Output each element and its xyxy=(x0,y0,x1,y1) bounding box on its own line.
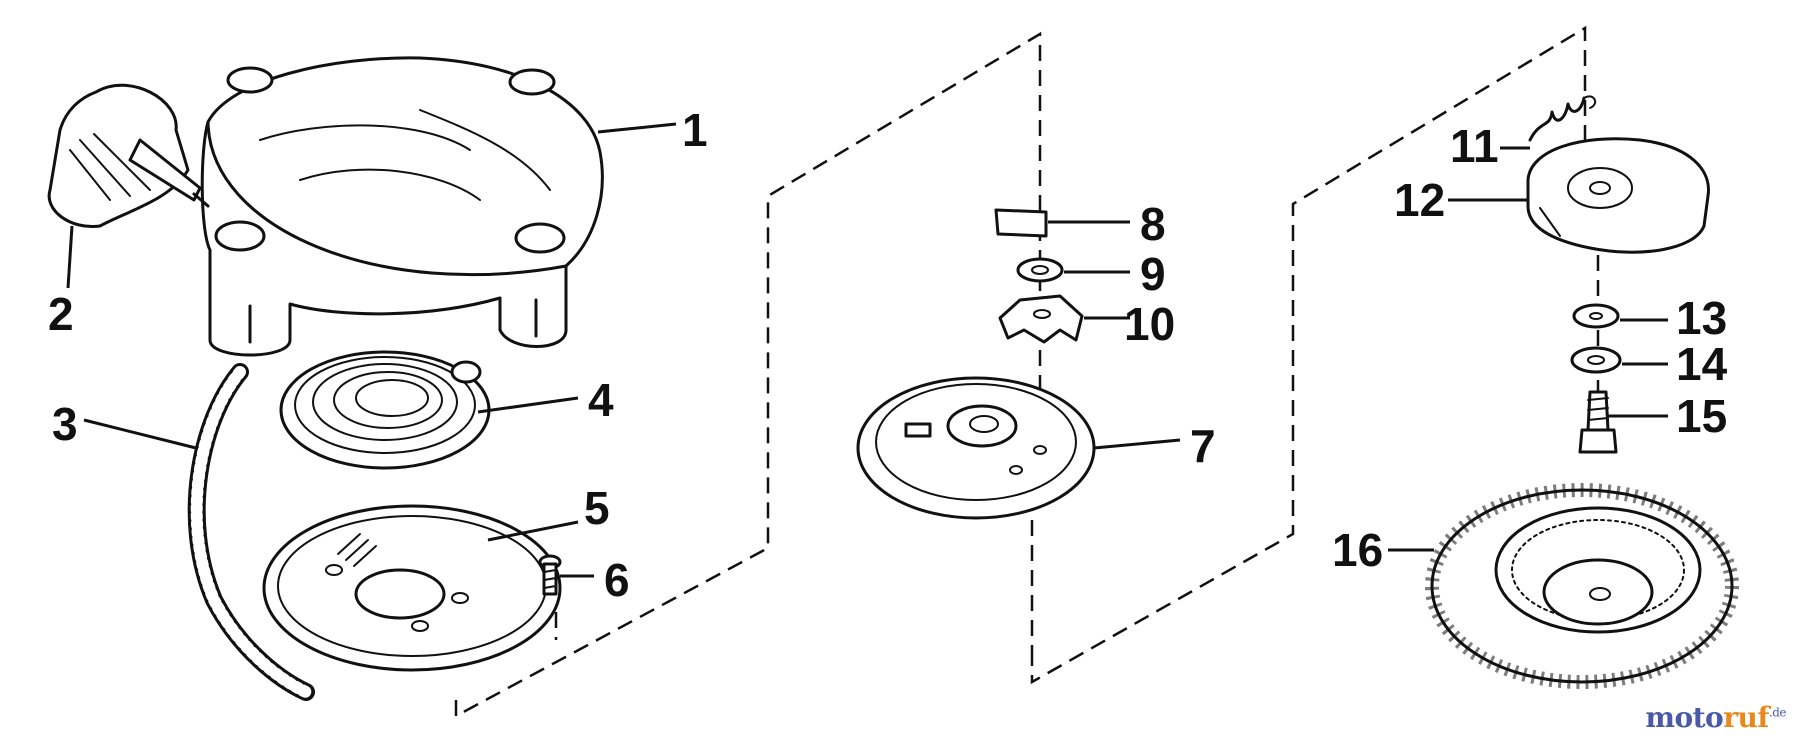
part-10-retainer xyxy=(998,294,1084,344)
callout-12: 12 xyxy=(1394,174,1445,226)
callout-5: 5 xyxy=(584,482,610,534)
callout-1: 1 xyxy=(682,104,708,156)
callout-3: 3 xyxy=(52,398,78,450)
callout-16: 16 xyxy=(1332,524,1383,576)
part-4-recoil-spring xyxy=(279,350,491,470)
callout-2: 2 xyxy=(48,288,74,340)
leader-lines xyxy=(66,122,1668,578)
callout-9: 9 xyxy=(1140,248,1166,300)
watermark-logo: motoruf.de xyxy=(1645,701,1786,734)
part-6-screw xyxy=(538,554,562,596)
part-8-pawl xyxy=(994,208,1048,238)
callout-14: 14 xyxy=(1676,338,1728,390)
part-3-starter-rope xyxy=(187,363,315,701)
callout-4: 4 xyxy=(588,374,614,426)
callout-7: 7 xyxy=(1190,420,1216,472)
watermark-text-b: ruf xyxy=(1723,701,1769,734)
part-7-pulley xyxy=(856,376,1096,520)
callout-8: 8 xyxy=(1140,198,1166,250)
part-1-starter-housing xyxy=(200,56,604,357)
part-16-ring-gear xyxy=(1425,483,1739,689)
part-2-pull-handle xyxy=(47,83,210,229)
part-11-small-spring xyxy=(1528,95,1597,142)
callout-13: 13 xyxy=(1676,292,1727,344)
part-15-bolt xyxy=(1578,390,1618,454)
part-14-washer xyxy=(1570,346,1622,374)
callout-10: 10 xyxy=(1124,298,1175,350)
callout-15: 15 xyxy=(1676,390,1727,442)
part-12-brake-cup xyxy=(1526,137,1710,254)
part-9-washer xyxy=(1016,257,1064,283)
watermark-text-a: moto xyxy=(1645,701,1724,734)
callout-6: 6 xyxy=(604,554,630,606)
assembly-dashed-lines xyxy=(454,25,1600,719)
part-5-spring-cover-plate xyxy=(262,504,562,672)
callout-11: 11 xyxy=(1450,120,1499,172)
callout-numbers: 1 2 3 4 5 6 7 8 9 10 11 12 13 14 15 16 xyxy=(48,104,1728,606)
watermark-suffix: .de xyxy=(1768,705,1787,720)
part-13-washer xyxy=(1572,303,1620,329)
